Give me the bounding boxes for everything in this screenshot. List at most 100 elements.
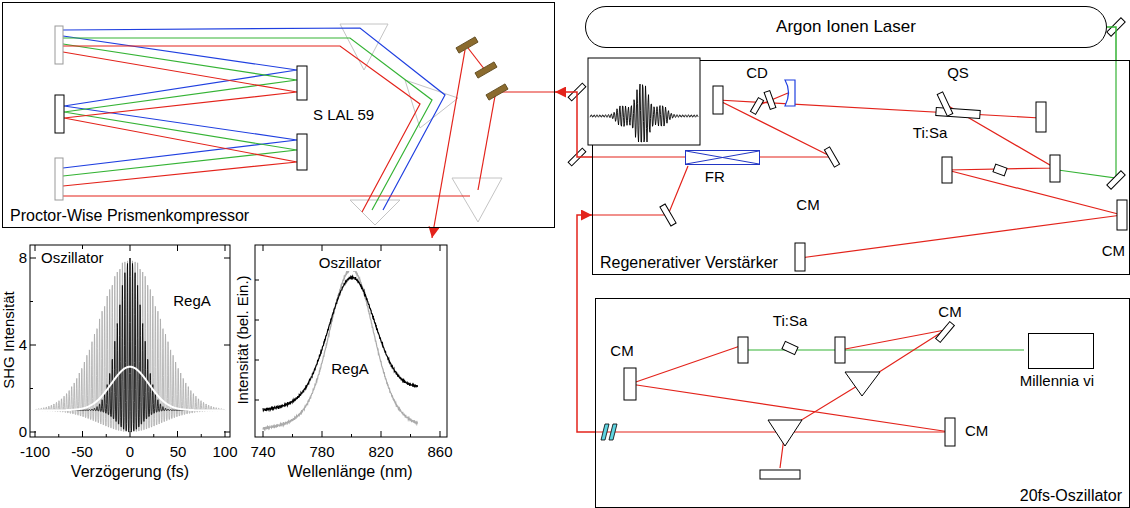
label-anchor: CD bbox=[745, 64, 769, 81]
rotator-cross bbox=[686, 151, 759, 164]
amplifier-mirror bbox=[568, 18, 1127, 271]
label-anchor: Oszillator bbox=[318, 254, 383, 271]
amplifier-mirror bbox=[936, 107, 980, 118]
spectrum-axes bbox=[255, 245, 447, 437]
box-title: Regenerativer Verstärker bbox=[600, 254, 778, 272]
compressor-beam-blue bbox=[63, 36, 297, 168]
label-anchor: SHG Intensität bbox=[0, 290, 17, 390]
tick-label: -100 bbox=[19, 443, 51, 460]
tick-label: 860 bbox=[426, 443, 453, 460]
compressor-mirror bbox=[55, 95, 64, 133]
part-name: CM bbox=[1101, 242, 1126, 259]
amplifier-mirror bbox=[750, 98, 763, 115]
tick-label: 4 bbox=[18, 336, 28, 353]
compressor-beam-red bbox=[432, 50, 465, 238]
beam-connector bbox=[555, 92, 592, 157]
tick-label: 0 bbox=[18, 423, 28, 440]
oscillator-optic bbox=[936, 322, 955, 343]
oscillator-optic bbox=[768, 420, 802, 446]
series-label: Oszillator bbox=[40, 249, 105, 266]
compressor-mirror bbox=[297, 66, 307, 100]
label-anchor: 8 bbox=[18, 249, 28, 266]
compressor-mirror bbox=[55, 26, 307, 200]
compressor-beam-red bbox=[63, 52, 297, 186]
label-anchor: 740 bbox=[249, 443, 276, 460]
compressor-beam-red bbox=[468, 48, 485, 70]
amplifier-beam bbox=[592, 166, 688, 215]
label-anchor: RegA bbox=[330, 360, 370, 377]
oscillator-autocorrelation bbox=[35, 258, 225, 432]
compressor-box: Proctor-Wise Prismenkompressor bbox=[2, 2, 555, 228]
rotator-cross bbox=[686, 151, 759, 164]
compressor-beam-red bbox=[478, 96, 495, 190]
tick-label: 0 bbox=[125, 443, 135, 460]
tick-label: 740 bbox=[249, 443, 276, 460]
component-name: FR bbox=[705, 168, 725, 185]
series-label: Oszillator bbox=[318, 254, 383, 271]
laser-box: Argon Ionen Laser bbox=[585, 6, 1107, 48]
oscillator-beam bbox=[780, 330, 945, 468]
oscillator-optic bbox=[845, 372, 880, 396]
box-title: Argon Ionen Laser bbox=[776, 17, 916, 37]
part-name: CM bbox=[609, 342, 634, 359]
part-name: CM bbox=[937, 303, 962, 320]
amplifier-mirror bbox=[764, 91, 776, 110]
label-anchor: 50 bbox=[169, 443, 188, 460]
prism-outline bbox=[452, 178, 502, 222]
label-anchor: Verzögerung (fs) bbox=[70, 463, 190, 481]
tick-label: 820 bbox=[367, 443, 394, 460]
output-coupler-plate bbox=[601, 424, 617, 440]
label-anchor: S LAL 59 bbox=[312, 106, 375, 123]
label-anchor: 100 bbox=[211, 443, 238, 460]
compressor-mirror bbox=[297, 134, 307, 170]
tick-label: 8 bbox=[18, 249, 28, 266]
amplifier-beam bbox=[718, 100, 1040, 157]
folding-mirror bbox=[475, 62, 497, 78]
part-name: S LAL 59 bbox=[312, 106, 375, 123]
label-anchor: -100 bbox=[19, 443, 51, 460]
folding-mirror bbox=[456, 37, 478, 53]
data-curves bbox=[35, 258, 418, 432]
oscillator-beam bbox=[595, 431, 950, 432]
amplifier-beam bbox=[800, 104, 1122, 258]
label-anchor: -50 bbox=[70, 443, 94, 460]
box-title: Proctor-Wise Prismenkompressor bbox=[10, 207, 249, 225]
rega-spectrum bbox=[263, 267, 418, 429]
label-anchor: Intensität (bel. Ein.) bbox=[234, 274, 251, 405]
pump-laser: Millennia vi bbox=[998, 333, 1094, 389]
pulse-trace bbox=[590, 84, 698, 142]
label-anchor: CM bbox=[795, 196, 820, 213]
label-anchor: 820 bbox=[367, 443, 394, 460]
compressor-beam-blue bbox=[63, 28, 445, 210]
amplifier-mirror bbox=[942, 157, 952, 183]
compressor-mirror bbox=[55, 158, 63, 200]
amplifier-mirror bbox=[713, 86, 723, 114]
pump-beam bbox=[743, 60, 1116, 350]
autocorrelation-axes bbox=[30, 245, 230, 437]
oscillator-optic bbox=[945, 418, 955, 446]
axis-title: SHG Intensität bbox=[0, 290, 17, 390]
axis-title: Verzögerung (fs) bbox=[70, 463, 190, 480]
label-anchor: QS bbox=[946, 64, 970, 81]
folding-mirror bbox=[486, 84, 508, 100]
folding-mirror bbox=[456, 37, 508, 100]
pump-laser-body bbox=[1028, 333, 1094, 369]
pulse-trace bbox=[590, 84, 698, 142]
output-coupler-plate bbox=[601, 424, 609, 440]
part-name: CD bbox=[745, 64, 769, 81]
amplifier-mirror bbox=[1050, 155, 1060, 182]
spectrum-axes bbox=[255, 245, 447, 437]
amplifier-mirror bbox=[1117, 200, 1127, 230]
label-anchor: Wellenlänge (nm) bbox=[286, 463, 413, 481]
inset-frame bbox=[588, 58, 700, 145]
part-name: QS bbox=[946, 64, 970, 81]
intensity-autocorrelation bbox=[35, 367, 225, 411]
label-anchor: 0 bbox=[125, 443, 135, 460]
label-anchor: 860 bbox=[426, 443, 453, 460]
axis-title: Wellenlänge (nm) bbox=[286, 463, 413, 480]
faraday-rotator-body bbox=[685, 150, 760, 165]
label-anchor: 0 bbox=[18, 423, 28, 440]
part-name: CM bbox=[964, 422, 989, 439]
tick-label: 780 bbox=[308, 443, 335, 460]
